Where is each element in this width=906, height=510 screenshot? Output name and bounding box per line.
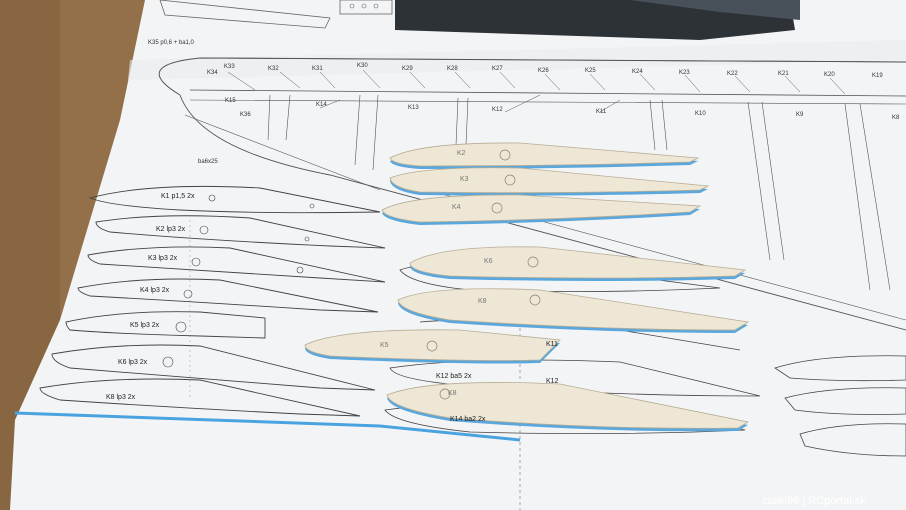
plan-part-label: K8 lp3 2x <box>106 394 136 401</box>
rib-label: K3 <box>460 176 469 183</box>
k-label: K11 <box>596 109 607 115</box>
k-label: K24 <box>632 69 643 75</box>
blue-edge <box>14 411 521 442</box>
watermark: csaki96 | RCportal.sk <box>762 495 866 507</box>
rib-hole <box>426 340 438 352</box>
k-label: K12 <box>492 107 503 113</box>
k-label: K28 <box>447 66 458 72</box>
k-label: K32 <box>268 66 279 72</box>
rib-hole <box>491 202 503 214</box>
plan-header: K35 p0,6 + ba1,0 <box>148 40 195 46</box>
plan-part-label: K5 lp3 2x <box>130 322 160 329</box>
k-label: K30 <box>357 63 368 69</box>
k-label: K10 <box>695 111 706 117</box>
k-label: K25 <box>585 68 596 74</box>
label-k12-ba5: K12 ba5 2x <box>436 373 472 380</box>
k-label: K20 <box>824 72 835 78</box>
k-label: K14 <box>316 102 327 108</box>
balsa-rib[interactable] <box>386 382 750 429</box>
plan-part-label: K6 lp3 2x <box>118 359 148 366</box>
k-label: K8 <box>892 115 900 121</box>
label-k14-ba2: K14 ba2 2x <box>450 416 486 423</box>
rib-label: K8 <box>478 298 487 305</box>
plan-part-label: K3 lp3 2x <box>148 255 178 262</box>
rib-hole <box>527 256 539 268</box>
plan-part-label: K1 p1,5 2x <box>161 193 195 200</box>
balsa-rib[interactable] <box>304 329 561 361</box>
label-k11: K11 <box>546 341 558 348</box>
k-label: K36 <box>240 112 251 118</box>
k-label: K15 <box>225 98 236 104</box>
rib-label: K4 <box>452 204 461 211</box>
k-label: K33 <box>224 64 235 70</box>
rib-hole <box>529 294 541 306</box>
k-label: K27 <box>492 66 503 72</box>
dark-ruler-object <box>395 0 795 40</box>
k-label: K29 <box>402 66 413 72</box>
spar-label: ba6x25 <box>198 159 218 165</box>
k-label: K22 <box>727 71 738 77</box>
label-k12: K12 <box>546 378 559 385</box>
balsa-rib[interactable] <box>389 142 700 167</box>
balsa-rib[interactable] <box>381 194 702 223</box>
k-label: K31 <box>312 66 323 72</box>
balsa-rib[interactable] <box>409 246 747 279</box>
balsa-rib[interactable] <box>389 167 710 194</box>
k-label: K13 <box>408 105 419 111</box>
rib-hole <box>439 388 451 400</box>
k-label: K34 <box>207 70 218 76</box>
rib-hole <box>504 174 516 186</box>
balsa-rib[interactable] <box>397 288 750 331</box>
rib-label: K8 <box>448 390 457 397</box>
plan-part-labels: K1 p1,5 2x K2 lp3 2x K3 lp3 2x K4 lp3 2x K5 … <box>106 193 195 401</box>
rib-label: K5 <box>380 342 389 349</box>
k-label: K9 <box>796 112 804 118</box>
rib-label: K2 <box>457 150 466 157</box>
k-label: K19 <box>872 73 883 79</box>
rib-hole <box>499 149 511 161</box>
plan-part-label: K2 lp3 2x <box>156 226 186 233</box>
k-label: K23 <box>679 70 690 76</box>
plan-part-label: K4 lp3 2x <box>140 287 170 294</box>
rib-label: K6 <box>484 258 493 265</box>
k-label: K21 <box>778 71 789 77</box>
k-label: K26 <box>538 68 549 74</box>
